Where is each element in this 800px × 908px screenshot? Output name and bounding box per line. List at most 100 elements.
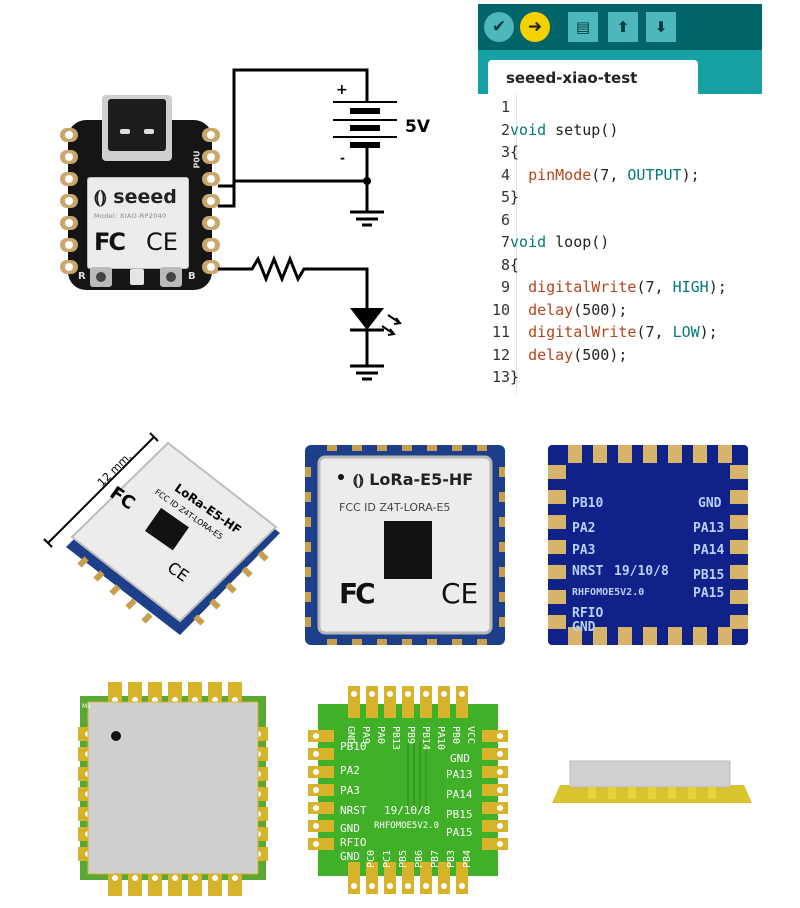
pin-label: PA2 bbox=[572, 521, 595, 536]
pad-hole bbox=[152, 875, 158, 881]
code-line[interactable]: 4 pinMode(7, OUTPUT); bbox=[478, 166, 700, 188]
code-token bbox=[510, 346, 528, 364]
pad-hole bbox=[497, 787, 503, 793]
pin-label: GND bbox=[572, 620, 596, 635]
pin-pad bbox=[60, 128, 78, 142]
solder-pad bbox=[482, 748, 508, 760]
solder-pad bbox=[305, 542, 311, 552]
xiao-rp2040-board: P0U ⦅⦆ seeed Model: XIAO-RP2040 FC CE R … bbox=[60, 95, 220, 295]
code-line[interactable]: 11 digitalWrite(7, LOW); bbox=[478, 323, 718, 345]
solder-pad bbox=[730, 465, 748, 479]
fcc-id: FCC ID Z4T-LORA-E5 bbox=[339, 501, 450, 514]
solder-pad bbox=[308, 766, 334, 778]
pin-label: PB10 bbox=[572, 496, 603, 511]
solder-pad bbox=[308, 820, 334, 832]
code-token: loop() bbox=[546, 233, 610, 251]
pin-label: RFIO bbox=[340, 836, 367, 849]
pin-pad bbox=[202, 194, 220, 208]
solder-pad bbox=[548, 615, 566, 629]
solder-pad bbox=[730, 565, 748, 579]
pin-label: PB10 bbox=[340, 740, 367, 753]
solder-pad bbox=[305, 492, 311, 502]
pin-label: PB15 bbox=[693, 568, 724, 583]
solder-pad bbox=[305, 617, 311, 627]
code-line[interactable]: 3{ bbox=[478, 143, 519, 165]
solder-pad bbox=[593, 445, 607, 463]
check-icon: ✔ bbox=[491, 17, 507, 37]
document-icon: ▤ bbox=[575, 18, 591, 36]
solder-pad bbox=[643, 445, 657, 463]
pin-label: PA9 bbox=[360, 726, 371, 744]
code-line[interactable]: 13} bbox=[478, 368, 519, 390]
solder-pad bbox=[482, 820, 508, 832]
save-button[interactable]: ⬇ bbox=[646, 12, 676, 42]
pad-hole bbox=[441, 883, 447, 889]
solder-pad bbox=[308, 838, 334, 850]
code-token: ); bbox=[699, 323, 718, 341]
line-number: 3 bbox=[500, 143, 510, 161]
solder-pad bbox=[308, 802, 334, 814]
code-line[interactable]: 7void loop() bbox=[478, 233, 609, 255]
solder-pad bbox=[384, 686, 396, 718]
module-render-side bbox=[552, 760, 752, 803]
wire-gnd bbox=[218, 179, 367, 208]
pad-hole bbox=[423, 883, 429, 889]
ce-logo: CE bbox=[441, 577, 478, 610]
tab-label: seeed-xiao-test bbox=[506, 69, 638, 87]
open-button[interactable]: ⬆ bbox=[608, 12, 638, 42]
pin-label: PB15 bbox=[446, 808, 473, 821]
usb-c-connector bbox=[102, 95, 172, 161]
solder-pad bbox=[168, 872, 182, 896]
module-render-top: M1 bbox=[78, 682, 268, 896]
date-code: 19/10/8 bbox=[614, 564, 669, 579]
pin-label: PC0 bbox=[366, 850, 377, 868]
solder-pad bbox=[548, 565, 566, 579]
solder-pad bbox=[402, 686, 414, 718]
date-code: 19/10/8 bbox=[384, 804, 430, 817]
fcc-logo: FC bbox=[339, 577, 374, 610]
solder-pad bbox=[548, 490, 566, 504]
solder-pad bbox=[477, 445, 487, 451]
solder-pad bbox=[688, 787, 696, 799]
code-token: pinMode bbox=[528, 165, 592, 184]
boot-label: B bbox=[188, 271, 196, 282]
pad-hole bbox=[192, 875, 198, 881]
pin-label: PA10 bbox=[435, 726, 446, 750]
pad-hole bbox=[313, 769, 319, 775]
line-number: 4 bbox=[500, 165, 510, 184]
code-line[interactable]: 2void setup() bbox=[478, 121, 618, 143]
pin1-marker-dot bbox=[111, 731, 121, 741]
code-token: ); bbox=[708, 278, 727, 296]
solder-pad bbox=[427, 445, 437, 451]
reset-label: R bbox=[78, 271, 86, 282]
arrow-down-icon: ⬇ bbox=[654, 18, 668, 36]
code-line[interactable]: 5} bbox=[478, 188, 519, 210]
code-token: { bbox=[510, 255, 520, 274]
pin-label: PA2 bbox=[340, 764, 360, 777]
code-line[interactable]: 10 delay(500); bbox=[478, 301, 627, 323]
pin-label: PB13 bbox=[390, 726, 401, 750]
code-line[interactable]: 9 digitalWrite(7, HIGH); bbox=[478, 278, 727, 300]
code-token: (500); bbox=[573, 300, 628, 319]
new-sketch-button[interactable]: ▤ bbox=[568, 12, 598, 42]
pin-pad bbox=[202, 216, 220, 230]
code-line[interactable]: 6 bbox=[478, 211, 510, 233]
line-number: 10 bbox=[491, 300, 510, 319]
solder-pad bbox=[305, 592, 311, 602]
pin-label: PB3 bbox=[446, 850, 457, 868]
pin-label: PA15 bbox=[693, 586, 724, 601]
tab-seeed-xiao-test[interactable]: seeed-xiao-test bbox=[488, 60, 698, 94]
solder-pad bbox=[402, 445, 412, 451]
code-line[interactable]: 12 delay(500); bbox=[478, 346, 627, 368]
solder-pad bbox=[482, 838, 508, 850]
code-line[interactable]: 8{ bbox=[478, 256, 519, 278]
pin-label: GND bbox=[340, 850, 360, 863]
verify-button[interactable]: ✔ bbox=[484, 12, 514, 42]
upload-button[interactable]: ➜ bbox=[520, 12, 550, 42]
code-token: setup() bbox=[546, 120, 619, 139]
code-line[interactable]: 1 bbox=[478, 98, 510, 120]
solder-pad bbox=[482, 766, 508, 778]
code-token bbox=[510, 166, 528, 184]
solder-pad bbox=[352, 445, 362, 451]
